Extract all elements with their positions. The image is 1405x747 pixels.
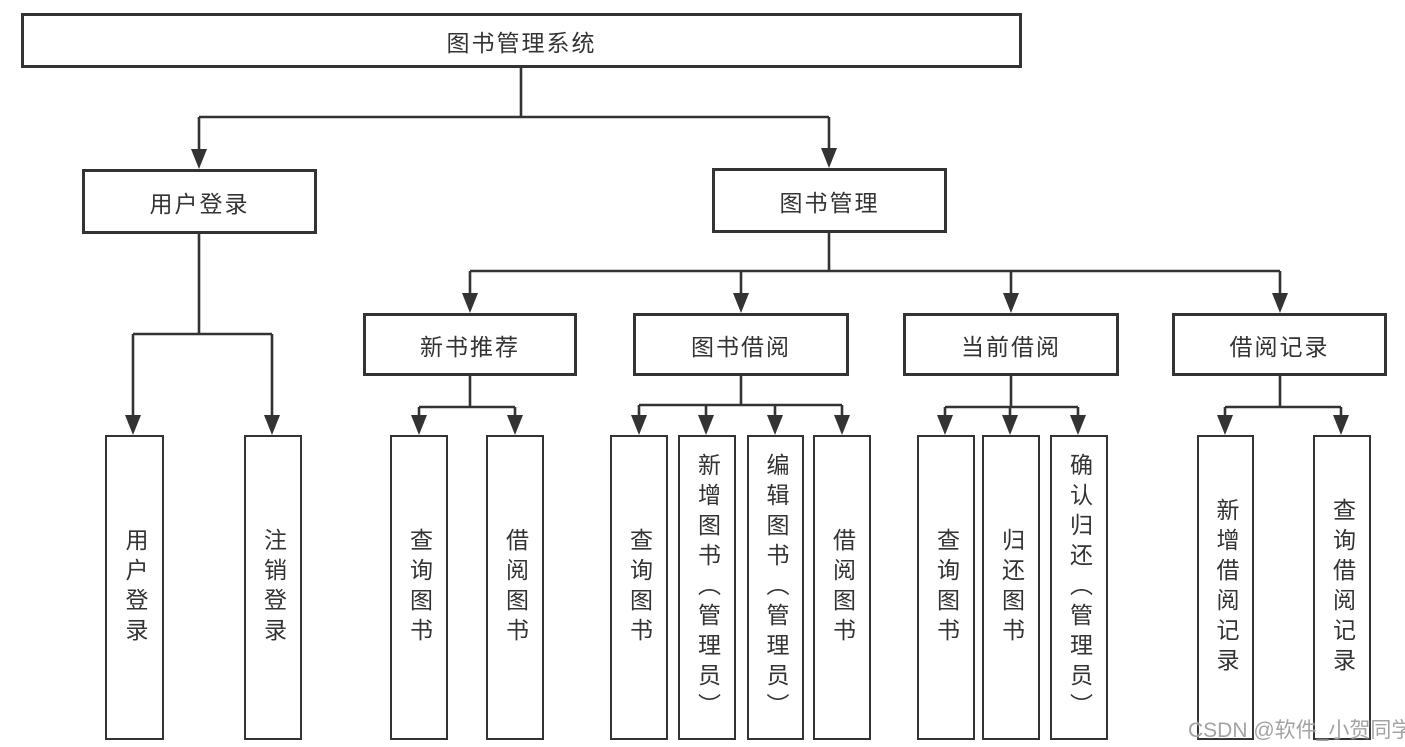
connector-book-borrowing-to-leaves (631, 376, 850, 435)
connector-root-to-level2 (191, 68, 837, 169)
leaf-confirm-return-admin: 确认归还（管理员） (1050, 435, 1108, 740)
connector-user-login-to-leaves (125, 234, 280, 435)
node-root-system: 图书管理系统 (21, 13, 1022, 68)
connector-new-book-recommend-to-leaves (411, 376, 523, 435)
leaf-query-books-borrowing: 查询图书 (610, 435, 668, 740)
leaf-borrow-books-borrowing: 借阅图书 (813, 435, 871, 740)
leaf-logout: 注销登录 (244, 435, 302, 740)
leaf-user-login: 用户登录 (105, 435, 164, 740)
node-user-login: 用户登录 (82, 169, 317, 234)
leaf-return-books: 归还图书 (982, 435, 1040, 740)
node-book-management: 图书管理 (712, 168, 947, 233)
connector-current-borrowing-to-leaves (937, 376, 1086, 435)
leaf-query-borrow-record: 查询借阅记录 (1313, 435, 1371, 740)
leaf-add-borrow-record: 新增借阅记录 (1197, 435, 1254, 740)
connector-book-management-to-level3 (462, 233, 1288, 313)
node-current-borrowing: 当前借阅 (903, 313, 1119, 376)
node-new-book-recommend: 新书推荐 (363, 313, 577, 376)
csdn-watermark: CSDN @软件_小贺同学 (1188, 719, 1405, 742)
leaf-add-book-admin: 新增图书（管理员） (678, 435, 736, 740)
node-book-borrowing: 图书借阅 (633, 313, 849, 376)
leaf-query-books-recommend: 查询图书 (390, 435, 448, 740)
leaf-borrow-books-recommend: 借阅图书 (486, 435, 544, 740)
leaf-edit-book-admin: 编辑图书（管理员） (747, 435, 804, 740)
connector-borrowing-records-to-leaves (1217, 376, 1349, 435)
leaf-query-books-current: 查询图书 (917, 435, 975, 740)
node-borrowing-records: 借阅记录 (1172, 313, 1387, 376)
